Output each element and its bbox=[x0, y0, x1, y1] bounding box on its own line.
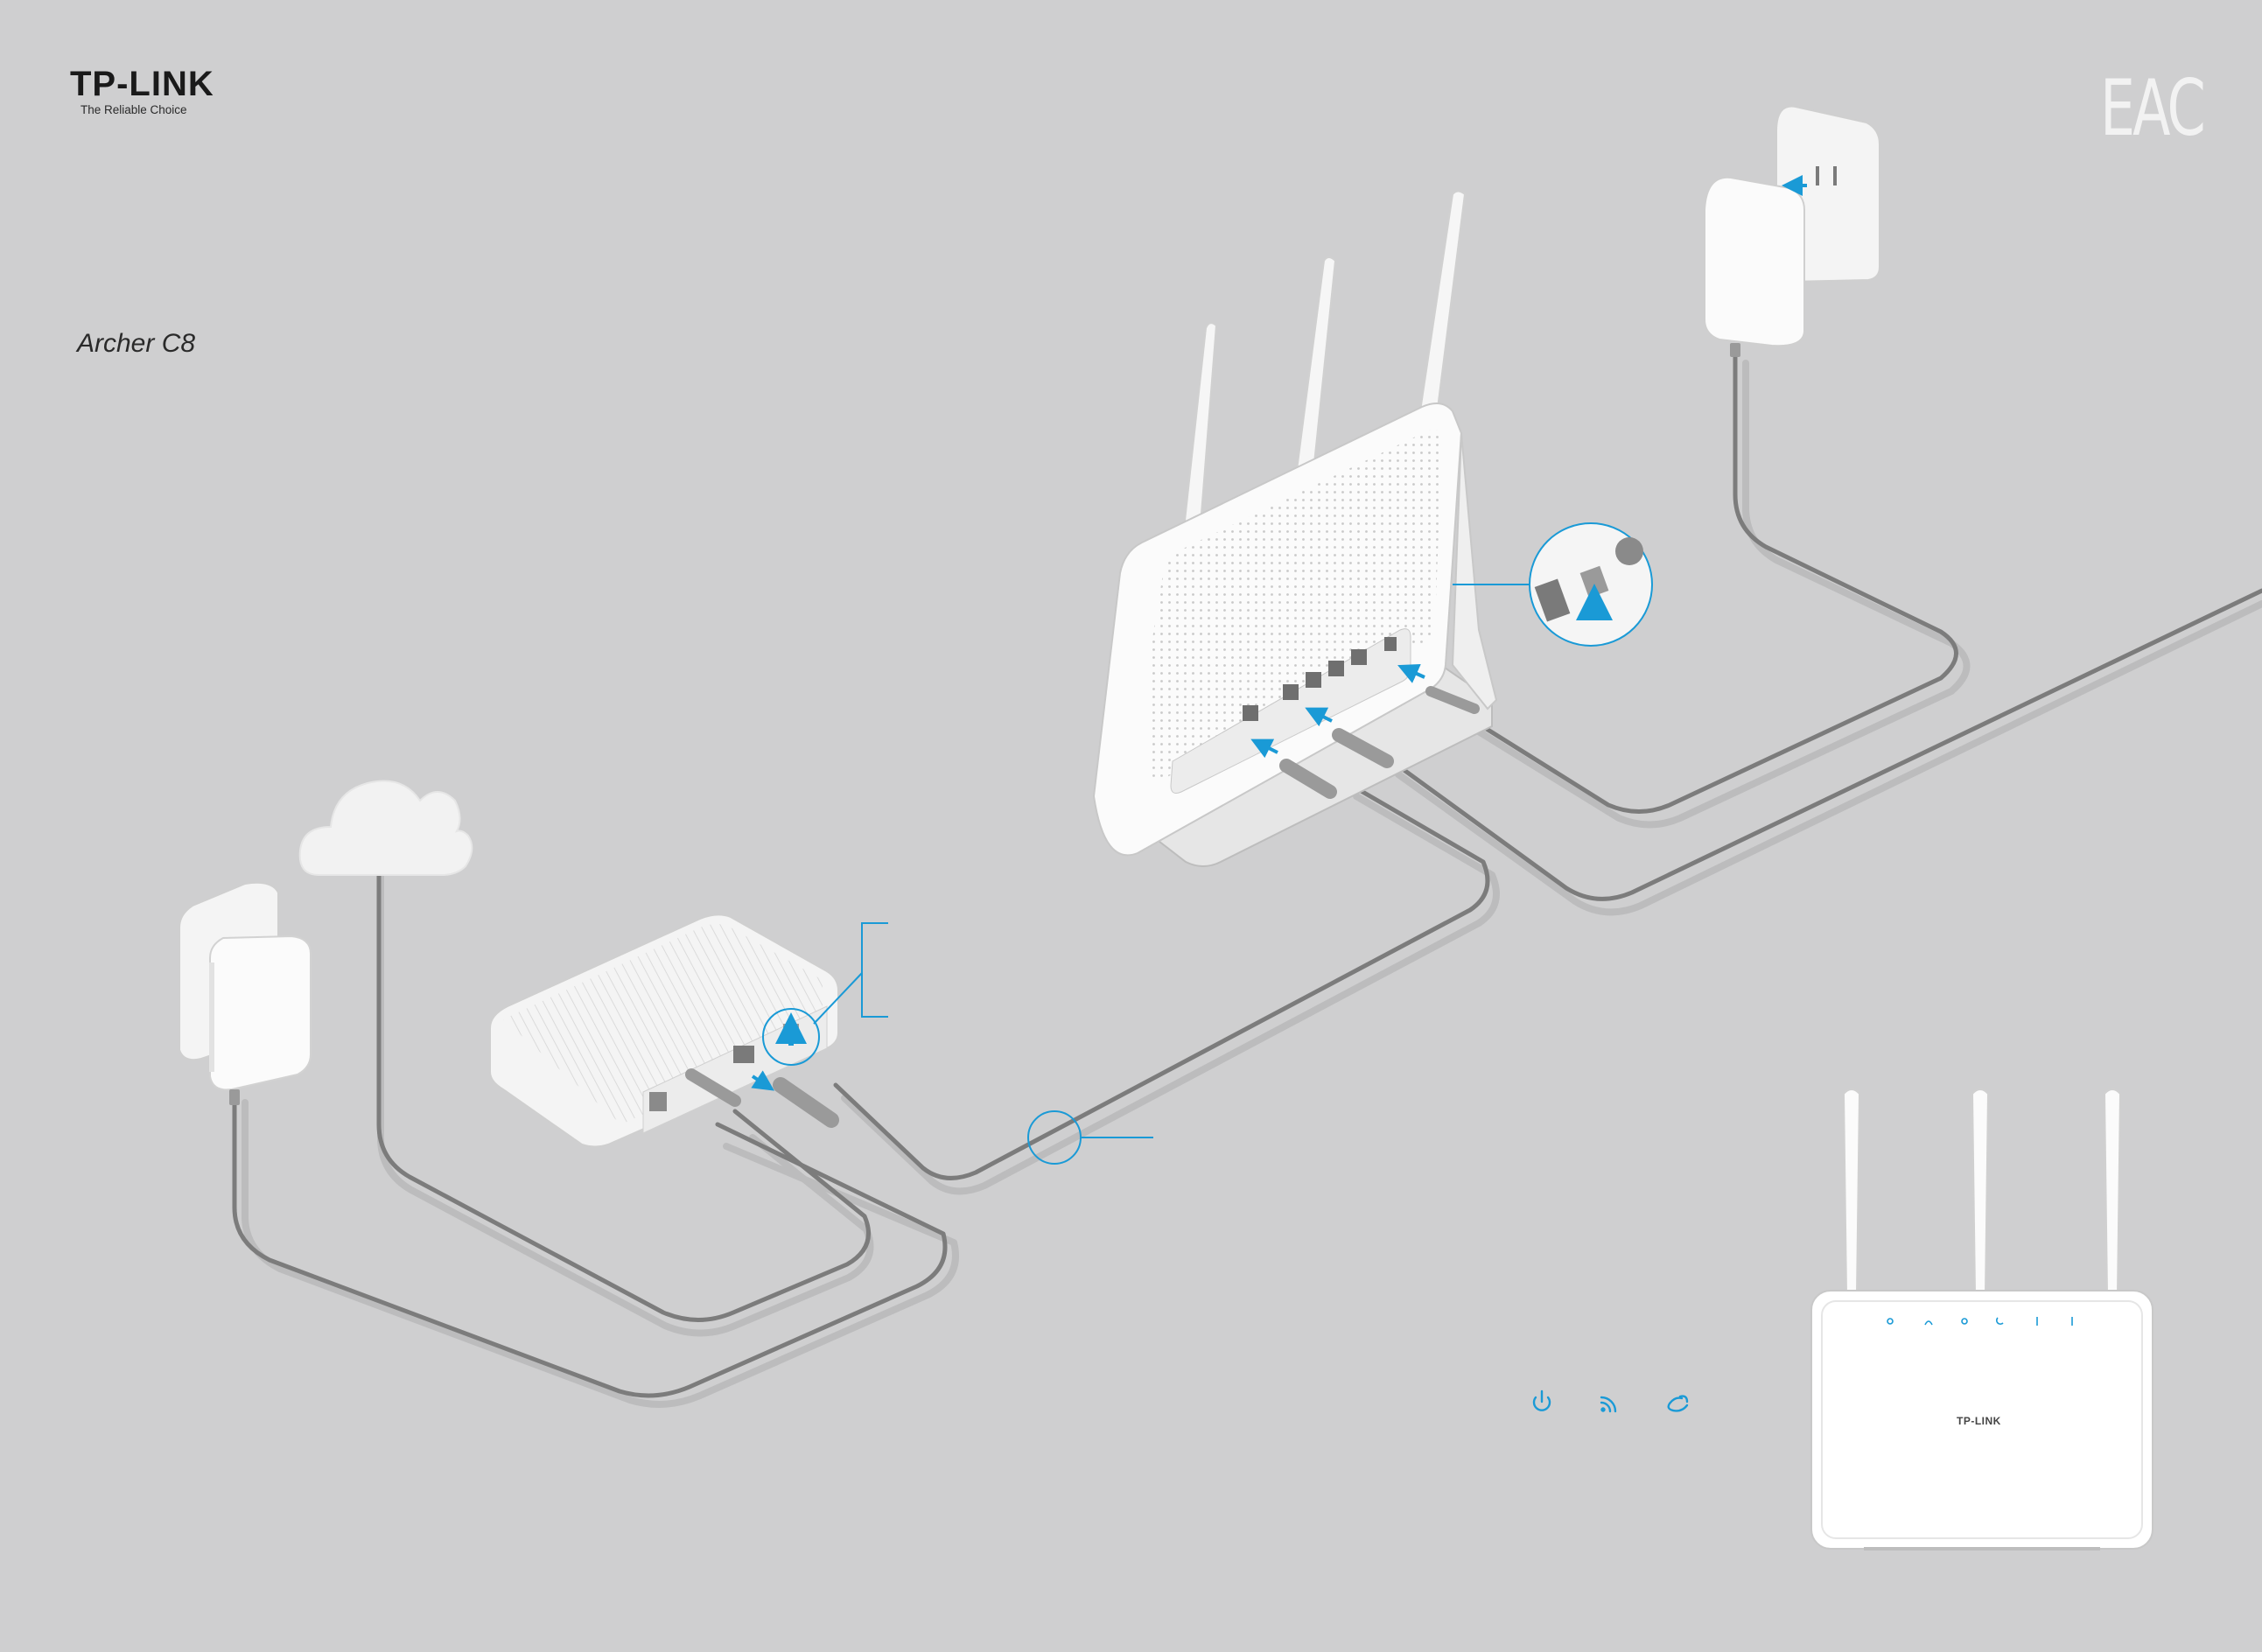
router-power-adapter bbox=[1705, 107, 1880, 357]
status-icons bbox=[1534, 1391, 1687, 1411]
internet-cloud bbox=[300, 781, 473, 876]
router-power-callout bbox=[1453, 523, 1652, 646]
router-front bbox=[1811, 1089, 2153, 1549]
modem-power-adapter bbox=[179, 883, 311, 1105]
internet-icon bbox=[1669, 1396, 1687, 1411]
antenna-right bbox=[1418, 192, 1465, 430]
power-icon bbox=[1534, 1391, 1550, 1410]
wireless-icon bbox=[1601, 1397, 1615, 1411]
front-antennas bbox=[1844, 1089, 2120, 1293]
front-router-logo: TP-LINK bbox=[1957, 1415, 2001, 1427]
modem bbox=[490, 914, 838, 1146]
router-back bbox=[1094, 192, 1496, 867]
ethernet-cable-router-lan bbox=[1390, 591, 2262, 899]
